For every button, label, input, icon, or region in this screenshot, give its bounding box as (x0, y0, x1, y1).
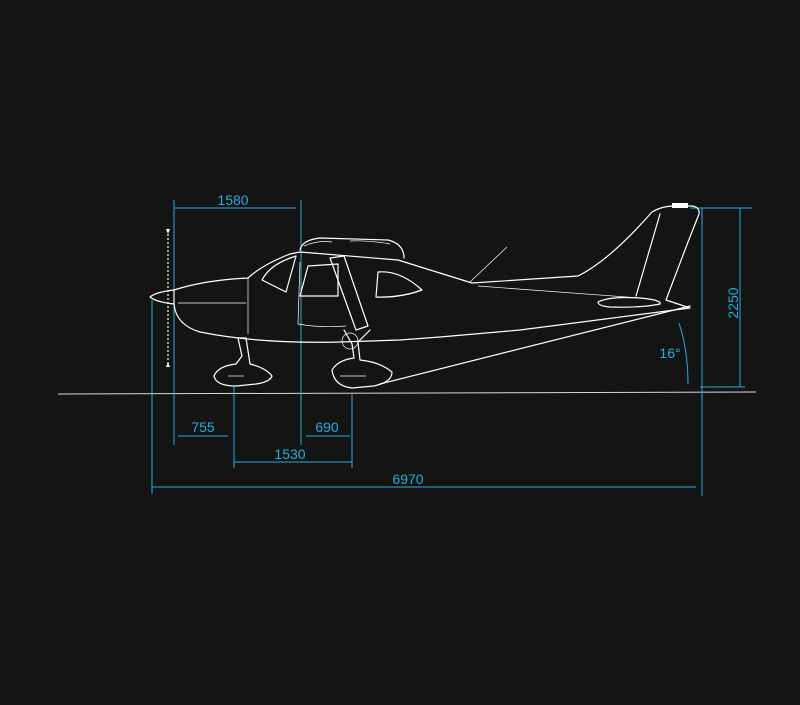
nose-gear (213, 337, 273, 387)
windshield (261, 255, 297, 293)
label-1530: 1530 (274, 446, 305, 462)
fuselage-stripe (477, 285, 641, 299)
propeller-tip-bottom (166, 362, 170, 367)
ground-line (57, 391, 757, 395)
spinner (149, 289, 175, 305)
tail-clearance-line (379, 305, 691, 385)
aircraft-outline (149, 203, 700, 389)
propeller-tip-top (166, 229, 170, 234)
fuselage (173, 205, 700, 343)
cabin-roof (299, 237, 405, 259)
rear-window (375, 271, 423, 298)
label-1580: 1580 (217, 192, 248, 208)
tail-angle-arc (678, 322, 689, 385)
main-gear-hub (341, 332, 359, 350)
label-2250: 2250 (725, 287, 741, 318)
door-frame (297, 261, 347, 328)
main-gear (331, 329, 393, 389)
label-690: 690 (315, 419, 339, 435)
dimension-labels: 1580 755 690 1530 6970 2250 16° (191, 192, 741, 487)
horizontal-stabilizer (597, 296, 661, 308)
label-755: 755 (191, 419, 215, 435)
label-16-deg: 16° (659, 345, 680, 361)
wing-strut (329, 255, 369, 331)
label-6970: 6970 (392, 471, 423, 487)
rudder-hinge (635, 213, 661, 297)
dimension-lines (151, 200, 752, 496)
door-window (299, 263, 339, 297)
tail-beacon (672, 203, 688, 208)
antenna (469, 246, 508, 283)
roof-detail (303, 240, 391, 247)
